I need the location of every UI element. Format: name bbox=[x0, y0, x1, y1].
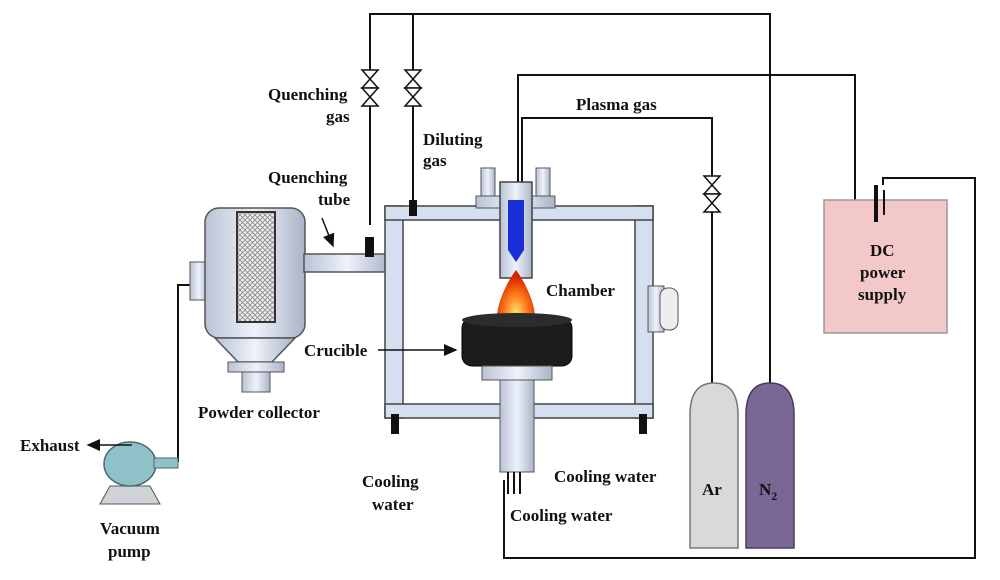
diluting-gas-label-2: gas bbox=[423, 151, 447, 170]
diluting-gas-port bbox=[409, 200, 417, 216]
cooling-water-right-label: Cooling water bbox=[554, 467, 657, 486]
diluting-gas-label-1: Diluting bbox=[423, 130, 483, 149]
cooling-water-left-label-2: water bbox=[372, 495, 414, 514]
plasma-gas-label: Plasma gas bbox=[576, 95, 657, 114]
n2-label-main: N bbox=[759, 480, 772, 499]
dc-power-supply-label-1: DC bbox=[870, 241, 895, 260]
powder-collector-label: Powder collector bbox=[198, 403, 320, 422]
quenching-gas-valve[interactable] bbox=[362, 70, 378, 106]
crucible-label: Crucible bbox=[304, 341, 368, 360]
quenching-gas-label-1: Quenching bbox=[268, 85, 348, 104]
cooling-water-left-label-1: Cooling bbox=[362, 472, 419, 491]
n2-cylinder bbox=[746, 383, 794, 548]
dc-power-supply-label-2: power bbox=[860, 263, 906, 282]
quenching-tube-label-2: tube bbox=[318, 190, 351, 209]
powder-collector bbox=[190, 208, 390, 392]
n2-label-subscript: 2 bbox=[771, 489, 777, 503]
vacuum-pump-label-2: pump bbox=[108, 542, 151, 561]
quenching-tube-port bbox=[365, 237, 374, 257]
chamber-label: Chamber bbox=[546, 281, 615, 300]
plasma-torch bbox=[500, 182, 532, 278]
vacuum-pump bbox=[100, 442, 178, 504]
diluting-gas-valve[interactable] bbox=[405, 70, 421, 106]
quenching-tube-label-1: Quenching bbox=[268, 168, 348, 187]
vacuum-pump-label-1: Vacuum bbox=[100, 519, 160, 538]
quenching-gas-label-2: gas bbox=[326, 107, 350, 126]
ar-cylinder bbox=[690, 383, 738, 548]
cooling-water-center-label: Cooling water bbox=[510, 506, 613, 525]
quenching-tube-arrow bbox=[322, 218, 333, 246]
cooling-water-port-right bbox=[639, 414, 647, 434]
plasma-gas-valve[interactable] bbox=[704, 176, 720, 212]
cooling-water-port-left bbox=[391, 414, 399, 434]
dc-power-supply-label-3: supply bbox=[858, 285, 907, 304]
exhaust-label: Exhaust bbox=[20, 436, 80, 455]
ar-label: Ar bbox=[702, 480, 722, 499]
